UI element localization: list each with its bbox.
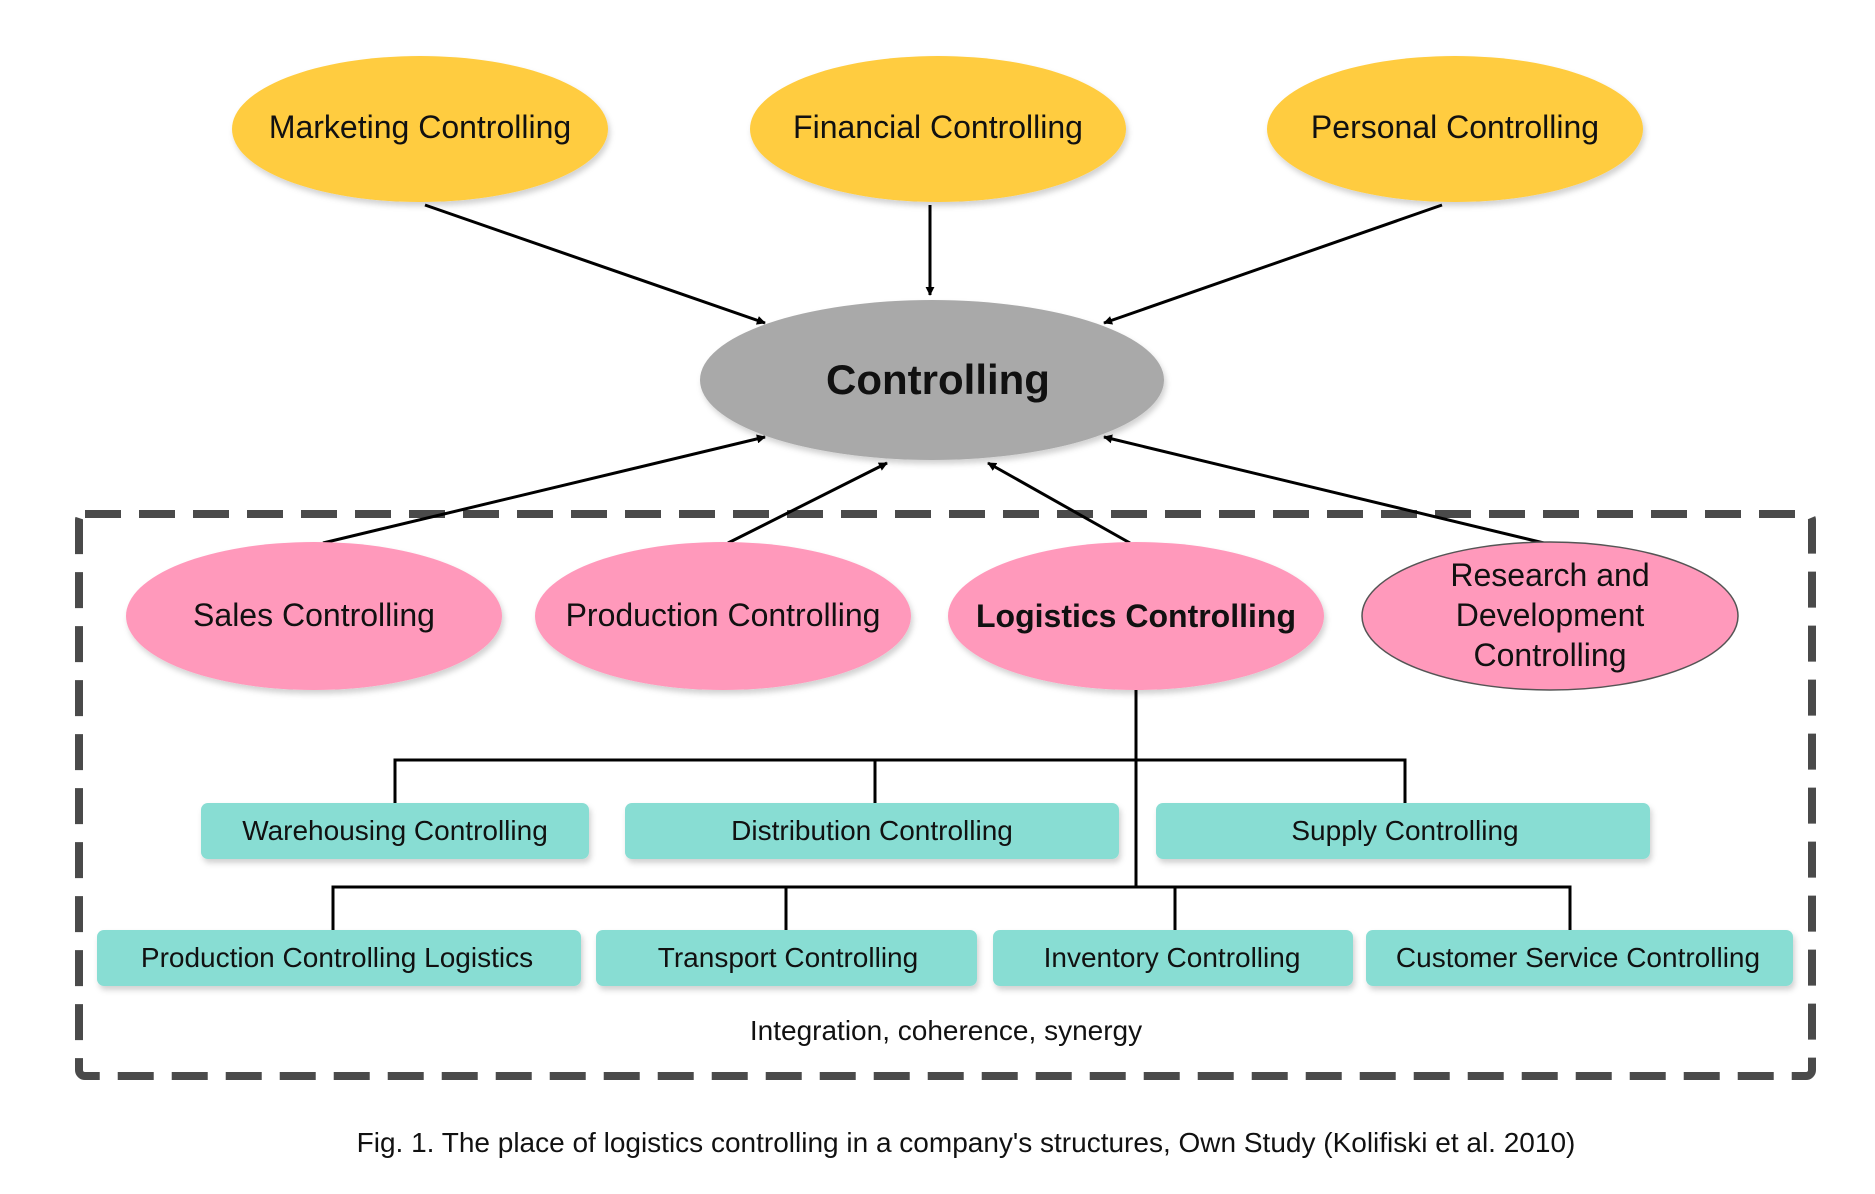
leaf-label: Customer Service Controlling — [1396, 942, 1760, 973]
leaf-box-inventory: Inventory Controlling — [993, 930, 1353, 986]
leaf-box-transport: Transport Controlling — [596, 930, 977, 986]
top-node-label: Marketing Controlling — [269, 109, 571, 145]
sub-node-label: Production Controlling — [566, 597, 881, 633]
arrow-rnd-to-controlling — [1103, 434, 1545, 545]
arrow-logistics-to-controlling — [987, 461, 1131, 545]
sub-node-production: Production Controlling — [535, 542, 911, 690]
bottom-arrows — [322, 434, 1545, 545]
leaf-box-distribution: Distribution Controlling — [625, 803, 1119, 859]
top-node-financial: Financial Controlling — [750, 56, 1126, 202]
leaf-label: Supply Controlling — [1291, 815, 1518, 846]
arrow-sales-to-controlling — [322, 434, 766, 545]
top-node-marketing: Marketing Controlling — [232, 56, 608, 202]
top-node-label: Personal Controlling — [1311, 109, 1599, 145]
leaf-box-production-logistics: Production Controlling Logistics — [97, 930, 581, 986]
leaf-label: Production Controlling Logistics — [141, 942, 533, 973]
leaf-box-supply: Supply Controlling — [1156, 803, 1650, 859]
leaf-label: Inventory Controlling — [1044, 942, 1301, 973]
sub-node-label: Logistics Controlling — [976, 598, 1296, 634]
sub-node-label-line: Research and — [1450, 557, 1649, 593]
arrow-personal-to-controlling — [1103, 203, 1443, 325]
sub-node-research-development: Research and Development Controlling — [1361, 541, 1739, 691]
leaf-label: Distribution Controlling — [731, 815, 1013, 846]
center-node-label: Controlling — [826, 356, 1050, 403]
arrow-production-to-controlling — [727, 461, 888, 545]
logistics-tree-lines — [331, 690, 1572, 930]
center-node-controlling: Controlling — [700, 300, 1164, 460]
sub-node-logistics: Logistics Controlling — [948, 542, 1324, 690]
sub-node-label: Sales Controlling — [193, 597, 435, 633]
top-arrows — [424, 203, 1443, 325]
sub-node-label-line: Controlling — [1474, 637, 1627, 673]
leaf-box-warehousing: Warehousing Controlling — [201, 803, 589, 859]
leaf-label: Transport Controlling — [658, 942, 918, 973]
top-node-label: Financial Controlling — [793, 109, 1083, 145]
sub-node-sales: Sales Controlling — [126, 542, 502, 690]
integration-boundary — [75, 510, 1816, 1080]
arrow-marketing-to-controlling — [424, 203, 766, 325]
boundary-caption: Integration, coherence, synergy — [750, 1015, 1142, 1046]
sub-node-label-line: Development — [1456, 597, 1645, 633]
figure-caption: Fig. 1. The place of logistics controlli… — [357, 1127, 1576, 1158]
top-node-personal: Personal Controlling — [1267, 56, 1643, 202]
leaf-label: Warehousing Controlling — [242, 815, 548, 846]
leaf-box-customer-service: Customer Service Controlling — [1366, 930, 1793, 986]
